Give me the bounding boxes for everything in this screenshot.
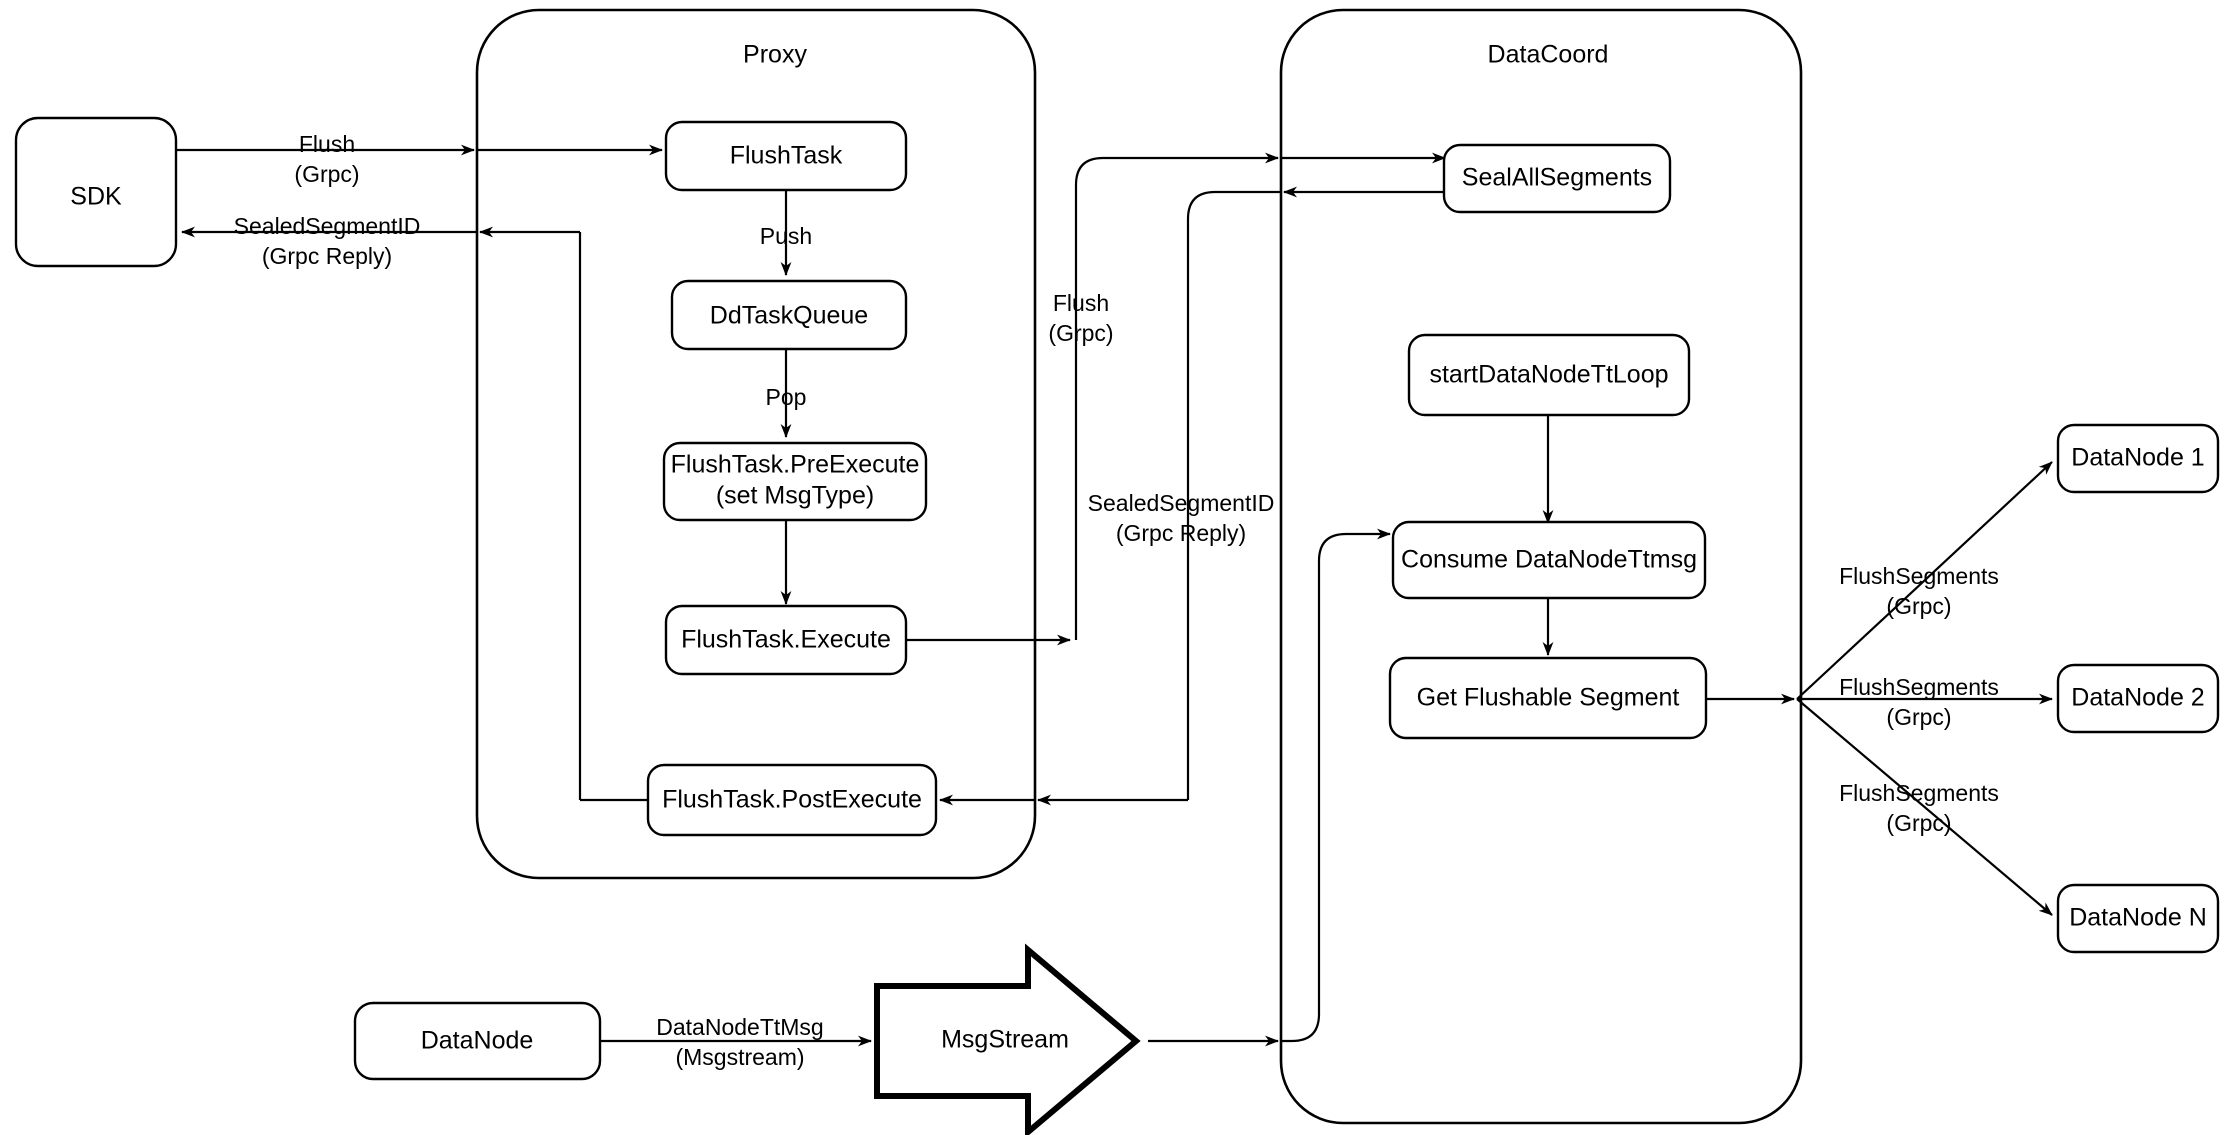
edge-push: Push [760,190,812,276]
node-datanode-1[interactable]: DataNode 1 [2056,423,2220,494]
edge-label-flush-grpc-line1: Flush [299,131,355,157]
msgstream-label: MsgStream [941,1026,1069,1054]
consume-ttmsg-box[interactable] [1391,520,1707,600]
edge-label-flushsegments-1-line2: (Grpc) [1886,593,1951,619]
edge-label-flushsegments-1-line1: FlushSegments [1839,563,1999,589]
datanode-2-box[interactable] [2056,663,2220,734]
edge-sdk-to-proxy: Flush (Grpc) [176,131,663,187]
node-dd-task-queue[interactable]: DdTaskQueue [670,279,908,351]
datanode-n-label: DataNode N [2069,904,2207,932]
edge-proxy-to-sdk: SealedSegmentID (Grpc Reply) [181,213,650,802]
node-flushtask-preexecute[interactable]: FlushTask.PreExecute (set MsgType) [662,441,928,522]
dd-task-queue-label: DdTaskQueue [710,302,868,330]
execute-box[interactable] [664,604,908,676]
datanode-source-label: DataNode [421,1027,534,1055]
node-get-flushable-segment[interactable]: Get Flushable Segment [1388,656,1708,740]
get-flushable-segment-box[interactable] [1388,656,1708,740]
node-msgstream[interactable]: MsgStream [874,943,1141,1135]
postexecute-label: FlushTask.PostExecute [662,786,922,814]
preexecute-label-line1: FlushTask.PreExecute [671,451,920,479]
edge-execute-to-datacoord: Flush (Grpc) [905,152,1446,646]
edge-label-sealedsegmentid-reply-line2: (Grpc Reply) [1116,520,1246,546]
edge-datacoord-to-postexecute: SealedSegmentID (Grpc Reply) [939,186,1445,806]
node-sdk[interactable]: SDK [14,116,178,268]
group-datacoord: DataCoord [1279,8,1803,1125]
edge-label-pop: Pop [766,384,807,410]
datacoord-container [1279,8,1803,1125]
edge-label-sealedsegmentid-line1: SealedSegmentID [234,213,421,239]
datacoord-title: DataCoord [1488,41,1609,69]
datanode-2-label: DataNode 2 [2071,684,2204,712]
flush-task-box[interactable] [664,120,908,192]
datanode-1-label: DataNode 1 [2071,444,2204,472]
edge-label-flushsegments-n-line1: FlushSegments [1839,780,1999,806]
dd-task-queue-box[interactable] [670,279,908,351]
edge-label-push: Push [760,223,812,249]
edge-pop: Pop [766,350,807,438]
node-seal-all-segments[interactable]: SealAllSegments [1442,143,1672,214]
node-flush-task[interactable]: FlushTask [664,120,908,192]
edge-label-flushsegments-2-line2: (Grpc) [1886,704,1951,730]
seal-all-segments-box[interactable] [1442,143,1672,214]
start-tt-loop-box[interactable] [1407,333,1691,417]
flush-task-label: FlushTask [730,142,843,170]
edge-label-datanodettmsg-line1: DataNodeTtMsg [656,1014,823,1040]
node-datanode-n[interactable]: DataNode N [2056,883,2220,954]
node-datanode-2[interactable]: DataNode 2 [2056,663,2220,734]
preexecute-label-line2: (set MsgType) [716,482,874,510]
datanode-n-box[interactable] [2056,883,2220,954]
execute-label: FlushTask.Execute [681,626,891,654]
edge-fanout-to-datanode-2: FlushSegments (Grpc) [1797,674,2053,730]
postexecute-box[interactable] [646,763,938,837]
node-start-datanode-tt-loop[interactable]: startDataNodeTtLoop [1407,333,1691,417]
edge-label-flush-grpc-line2: (Grpc) [294,161,359,187]
node-flushtask-execute[interactable]: FlushTask.Execute [664,604,908,676]
edge-label-flushsegments-n-line2: (Grpc) [1886,810,1951,836]
sdk-box[interactable] [14,116,178,268]
edge-label-sealedsegmentid-reply-line1: SealedSegmentID [1088,490,1275,516]
edge-datanode-to-msgstream: DataNodeTtMsg (Msgstream) [600,1014,872,1070]
node-flushtask-postexecute[interactable]: FlushTask.PostExecute [646,763,938,837]
datanode-source-box[interactable] [353,1001,602,1081]
proxy-container [475,8,1037,880]
edge-fanout-to-datanode-n: FlushSegments (Grpc) [1796,698,2053,916]
edge-msgstream-to-consume [1148,528,1391,1047]
datanode-1-box[interactable] [2056,423,2220,494]
preexecute-box[interactable] [662,441,928,522]
edge-label-flush-to-coord-line2: (Grpc) [1048,320,1113,346]
group-proxy: Proxy [475,8,1037,880]
msgstream-block-arrow[interactable] [874,943,1141,1135]
seal-all-segments-label: SealAllSegments [1462,164,1652,192]
edge-fanout-to-datanode-1: FlushSegments (Grpc) [1796,461,2053,700]
node-datanode-source[interactable]: DataNode [353,1001,602,1081]
node-consume-datanode-ttmsg[interactable]: Consume DataNodeTtmsg [1391,520,1707,600]
edge-label-sealedsegmentid-line2: (Grpc Reply) [262,243,392,269]
edge-label-flush-to-coord-line1: Flush [1053,290,1109,316]
sdk-label: SDK [70,183,122,211]
edge-label-datanodettmsg-line2: (Msgstream) [675,1044,804,1070]
start-tt-loop-label: startDataNodeTtLoop [1429,361,1668,389]
consume-ttmsg-label: Consume DataNodeTtmsg [1401,546,1697,574]
proxy-title: Proxy [743,41,807,69]
get-flushable-segment-label: Get Flushable Segment [1417,684,1680,712]
edge-label-flushsegments-2-line1: FlushSegments [1839,674,1999,700]
